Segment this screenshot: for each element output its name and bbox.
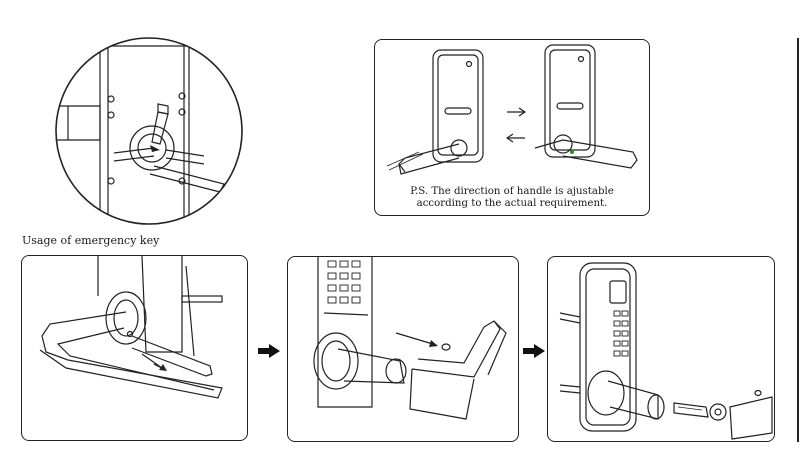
ps-note-line-2: according to the actual requirement. bbox=[416, 198, 608, 209]
right-arrow-icon bbox=[258, 344, 280, 358]
right-arrow-icon bbox=[523, 344, 545, 358]
ps-note-line-1: P.S. The direction of handle is ajustabl… bbox=[410, 186, 614, 197]
emergency-key-title: Usage of emergency key bbox=[22, 234, 160, 247]
step-3-panel bbox=[547, 256, 775, 442]
handle-direction-drawing bbox=[386, 44, 638, 175]
direction-arrow-icon bbox=[150, 145, 160, 152]
handle-direction-panel: P.S. The direction of handle is ajustabl… bbox=[374, 39, 650, 216]
step-2-drawing bbox=[313, 257, 507, 420]
spindle-detail-drawing bbox=[55, 37, 243, 225]
direction-arrow-icon bbox=[429, 340, 438, 347]
step-2-panel bbox=[287, 256, 519, 442]
right-border-line bbox=[797, 38, 799, 442]
spindle-detail-circle bbox=[54, 36, 244, 226]
step-3-drawing bbox=[559, 262, 773, 440]
step-1-drawing bbox=[39, 256, 223, 399]
step-1-panel bbox=[21, 255, 248, 441]
direction-arrow-icon bbox=[159, 364, 167, 371]
